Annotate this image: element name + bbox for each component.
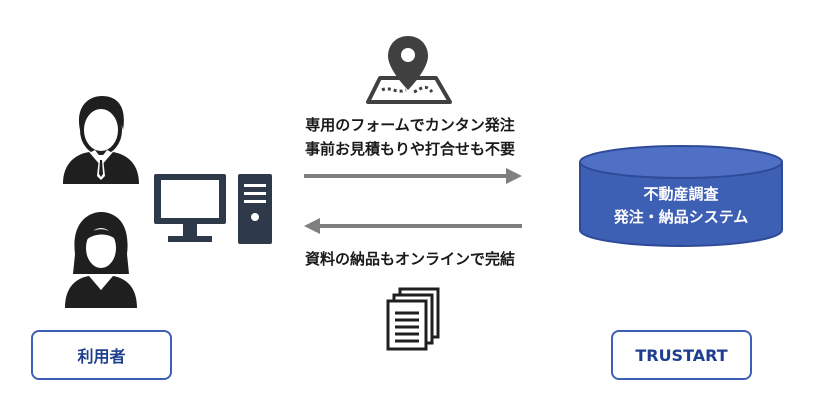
businessman-icon bbox=[63, 96, 139, 184]
delivery-message: 資料の納品もオンラインで完結 bbox=[260, 247, 560, 271]
provider-label-text: TRUSTART bbox=[635, 345, 728, 365]
arrow-right-icon bbox=[304, 168, 522, 184]
businesswoman-icon bbox=[65, 212, 137, 308]
user-label: 利用者 bbox=[31, 330, 172, 380]
map-pin-icon bbox=[366, 36, 452, 104]
documents-icon bbox=[386, 287, 440, 351]
user-label-text: 利用者 bbox=[77, 347, 126, 366]
provider-label: TRUSTART bbox=[611, 330, 752, 380]
database-cylinder bbox=[579, 145, 783, 247]
order-message-line1: 専用のフォームでカンタン発注 bbox=[305, 116, 515, 134]
desktop-computer-icon bbox=[154, 174, 272, 244]
delivery-message-line: 資料の納品もオンラインで完結 bbox=[304, 250, 515, 268]
system-label-line2: 発注・納品システム bbox=[613, 208, 749, 226]
arrow-left-icon bbox=[304, 218, 522, 234]
system-label-line1: 不動産調査 bbox=[643, 185, 719, 203]
system-label: 不動産調査 発注・納品システム bbox=[576, 183, 786, 229]
order-message: 専用のフォームでカンタン発注 事前お見積もりや打合せも不要 bbox=[260, 113, 560, 161]
order-message-line2: 事前お見積もりや打合せも不要 bbox=[304, 140, 515, 158]
